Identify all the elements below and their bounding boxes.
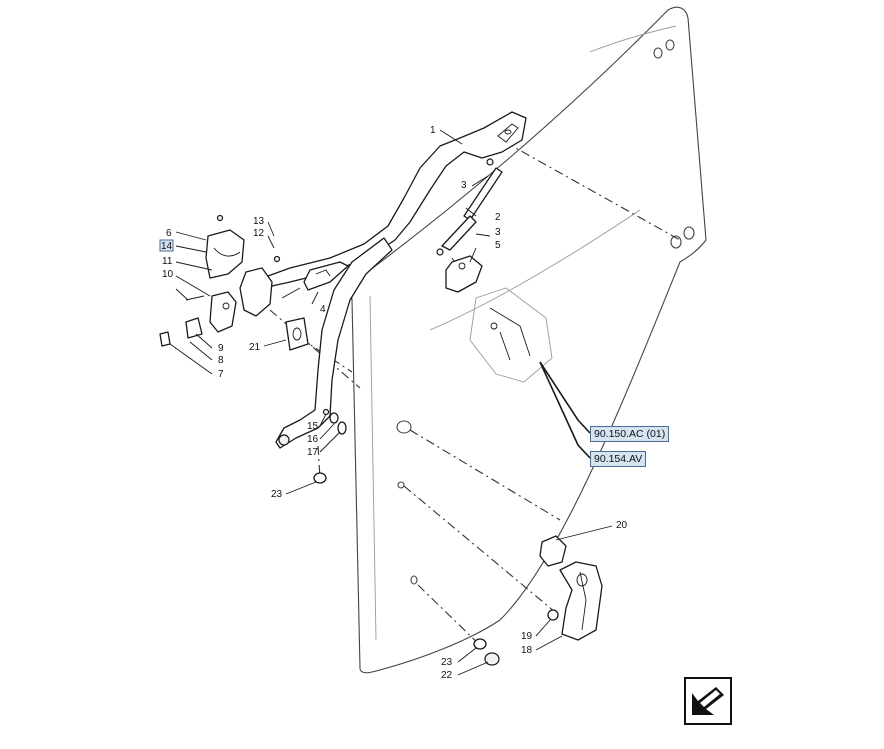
reference-link-label: 90.150.AC (01) (594, 428, 666, 440)
callout-12: 12 (253, 228, 265, 239)
callout-3-upper: 3 (461, 180, 467, 191)
strut-bracket (445, 255, 483, 293)
reference-link-label: 90.154.AV (594, 453, 643, 465)
fasteners (313, 408, 559, 666)
callout-7: 7 (218, 369, 224, 380)
navigation-button[interactable] (684, 677, 732, 725)
glass-hole (665, 39, 675, 51)
callout-20: 20 (616, 520, 628, 531)
latch-assembly (159, 214, 281, 347)
callout-3-lower: 3 (495, 227, 501, 238)
callout-23-lower: 23 (441, 657, 453, 668)
reference-link-90-154-av[interactable]: 90.154.AV (590, 451, 647, 467)
door-frame (267, 111, 527, 449)
callout-16: 16 (307, 434, 319, 445)
arrow-down-left-icon (692, 687, 724, 715)
callout-15: 15 (307, 421, 319, 432)
callout-14[interactable]: 14 (161, 241, 173, 252)
referenced-assembly (469, 287, 553, 383)
glass-hole (410, 575, 418, 585)
mounting-pad (285, 317, 309, 351)
callout-labels: 1 2 3 3 4 5 6 7 8 9 10 11 12 13 14 15 16… (159, 125, 628, 681)
reference-link-90-150-ac[interactable]: 90.150.AC (01) (590, 426, 670, 442)
callout-14-highlight[interactable] (159, 239, 174, 252)
door-handle (539, 535, 603, 641)
glass-hole (670, 235, 682, 249)
callout-9: 9 (218, 343, 224, 354)
callout-1: 1 (430, 125, 436, 136)
callout-6: 6 (166, 228, 172, 239)
hinge-bracket (281, 261, 349, 299)
callout-17: 17 (307, 447, 319, 458)
glass-hole (683, 226, 695, 240)
leader-lines (169, 129, 613, 676)
callout-5: 5 (495, 240, 501, 251)
callout-23-upper: 23 (271, 489, 283, 500)
callout-11: 11 (162, 256, 173, 267)
gas-strut (436, 158, 503, 256)
callout-2: 2 (495, 212, 501, 223)
callout-8: 8 (218, 355, 224, 366)
callout-13: 13 (253, 216, 265, 227)
callout-18: 18 (521, 645, 533, 656)
callout-10: 10 (162, 269, 174, 280)
glass-hole (397, 481, 405, 489)
glass-hole (653, 47, 663, 59)
callout-21: 21 (249, 342, 261, 353)
glass-door-panel (351, 6, 707, 674)
callout-4: 4 (320, 304, 326, 315)
callout-19: 19 (521, 631, 533, 642)
glass-hole (396, 420, 412, 434)
callout-22: 22 (441, 670, 453, 681)
